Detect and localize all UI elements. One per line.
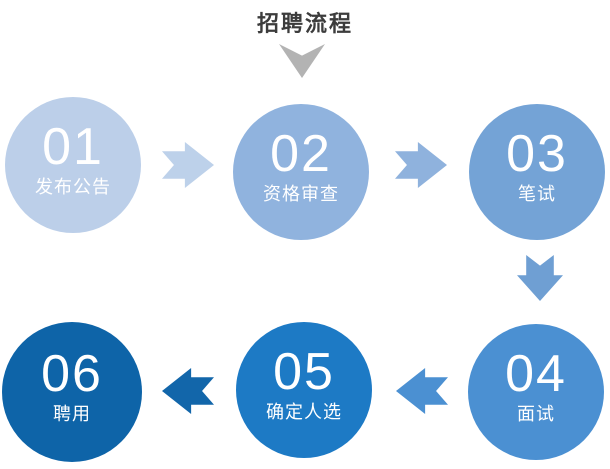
step-circle-06: 06 聘用 bbox=[2, 322, 142, 462]
arrow-right-icon bbox=[395, 142, 447, 188]
step-label: 聘用 bbox=[53, 403, 91, 424]
step-circle-03: 03 笔试 bbox=[469, 104, 605, 240]
arrow-down-icon bbox=[517, 255, 563, 301]
step-label: 面试 bbox=[517, 403, 555, 424]
page-title: 招聘流程 bbox=[256, 11, 353, 36]
step-circle-05: 05 确定人选 bbox=[236, 322, 372, 458]
step-label: 笔试 bbox=[518, 183, 556, 204]
step-number: 01 bbox=[42, 117, 104, 176]
arrow-left-icon bbox=[396, 368, 448, 414]
step-label: 发布公告 bbox=[35, 176, 111, 197]
step-label: 资格审查 bbox=[263, 183, 339, 204]
step-number: 06 bbox=[41, 344, 103, 403]
step-number: 02 bbox=[270, 124, 332, 183]
step-circle-02: 02 资格审查 bbox=[233, 104, 369, 240]
step-number: 05 bbox=[273, 342, 335, 401]
arrow-right-icon bbox=[162, 142, 214, 188]
step-circle-01: 01 发布公告 bbox=[5, 97, 141, 233]
arrow-left-icon bbox=[162, 368, 214, 414]
step-number: 03 bbox=[506, 124, 568, 183]
step-circle-04: 04 面试 bbox=[468, 324, 604, 460]
title-down-chevron-icon bbox=[279, 44, 325, 78]
step-label: 确定人选 bbox=[266, 401, 342, 422]
step-number: 04 bbox=[505, 344, 567, 403]
